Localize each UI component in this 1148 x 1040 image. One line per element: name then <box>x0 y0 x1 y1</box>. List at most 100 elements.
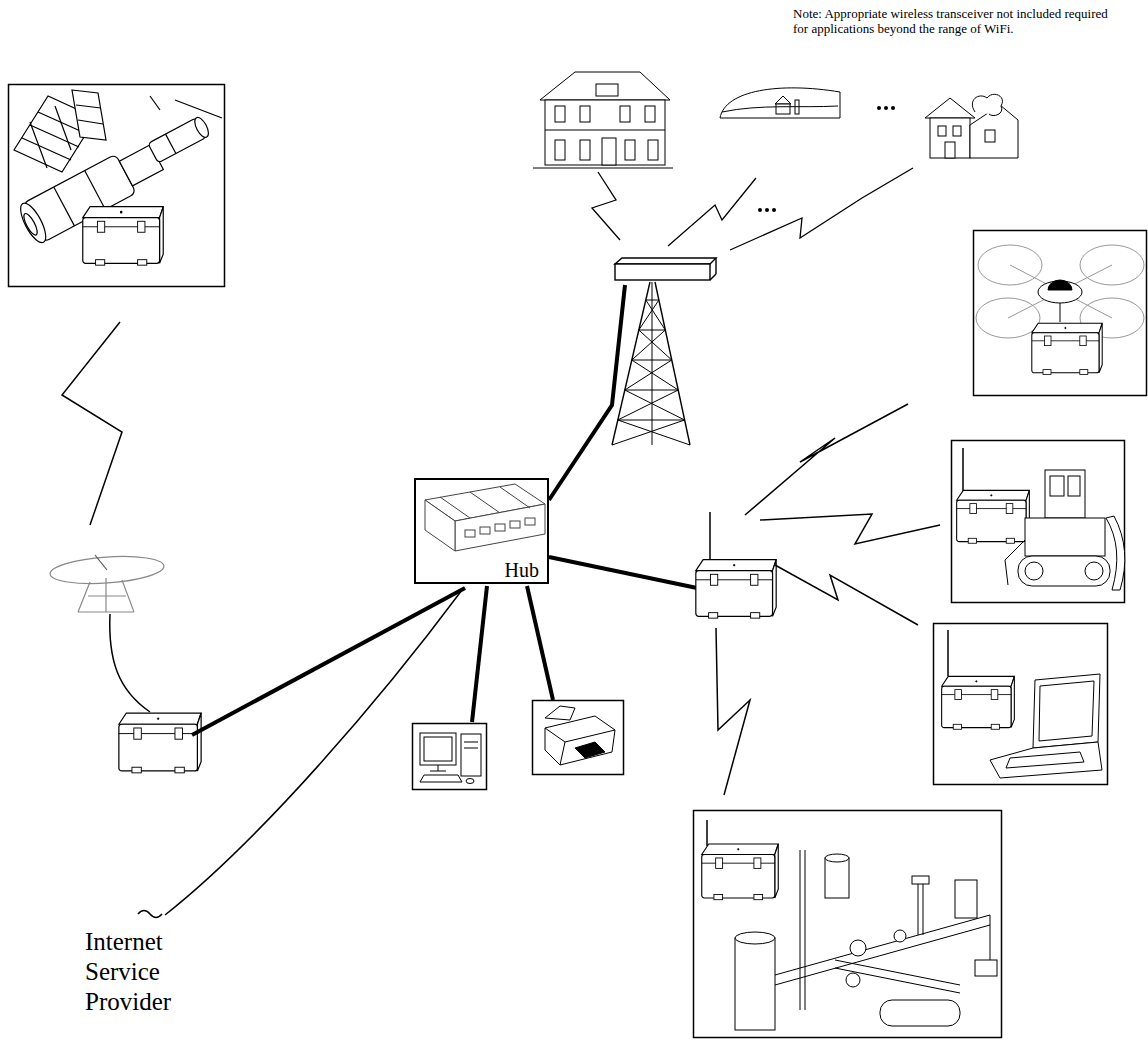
drone-panel-part <box>1038 281 1082 303</box>
laptop-panel-part <box>1006 752 1084 768</box>
printer-part <box>545 716 615 765</box>
process-plant-panel-part <box>846 973 860 987</box>
general-store-part <box>545 100 665 165</box>
wired-links-part <box>527 586 553 700</box>
wired-links-part <box>549 285 625 500</box>
general-store-part <box>580 106 590 122</box>
process-plant-panel-part <box>894 930 906 942</box>
drone-panel-part <box>1048 280 1072 290</box>
hub-device-part <box>470 492 500 513</box>
bulldozer-panel <box>952 441 1125 603</box>
satellite-panel <box>9 85 225 287</box>
satellite-dish-part <box>105 578 106 612</box>
satellite-dish-part <box>49 553 165 587</box>
wireless-link <box>716 404 940 795</box>
ellipsis-dots-part <box>758 208 762 212</box>
farm <box>720 88 840 118</box>
process-plant-panel-part <box>955 880 977 918</box>
desktop-computer-part <box>413 724 487 790</box>
printer-part <box>545 728 565 742</box>
desktop-computer-part <box>466 779 474 784</box>
wired-links <box>192 285 697 735</box>
hub-device-part <box>510 521 520 528</box>
house <box>925 94 1018 158</box>
drone-panel-part <box>974 231 1147 396</box>
ellipsis-dots-part <box>891 106 895 110</box>
process-plant-panel-part <box>702 844 779 900</box>
house-part <box>925 98 975 118</box>
process-plant-panel-part <box>923 880 924 935</box>
hub-device-part <box>480 527 490 534</box>
general-store-part <box>645 106 655 122</box>
process-plant-panel-part <box>775 925 990 985</box>
desktop-computer-part <box>420 775 462 782</box>
ellipsis-dots-part <box>884 106 888 110</box>
general-store-part <box>648 140 658 160</box>
ellipsis-dots-part <box>765 208 769 212</box>
process-plant-panel-part <box>990 915 991 960</box>
wireless-link-part <box>775 565 918 625</box>
satellite-panel-part <box>175 100 222 118</box>
radio-tower-part <box>655 282 690 445</box>
general-store-part <box>533 168 673 169</box>
satellite-panel-part <box>55 106 71 150</box>
printer-part <box>560 742 565 765</box>
dish-cable <box>110 614 150 712</box>
radio-tower-part <box>652 282 653 445</box>
laptop-panel-part <box>990 742 1102 778</box>
satellite-dish-part <box>78 611 134 612</box>
hub-device <box>425 484 545 551</box>
general-store-part <box>625 140 635 160</box>
process-plant-panel-part <box>805 850 806 1010</box>
process-plant-panel-part <box>825 854 849 862</box>
satellite-dish-part <box>88 595 126 596</box>
satellite-panel-part-part <box>54 187 75 226</box>
desktop-computer-part <box>430 771 446 772</box>
process-plant-panel-part <box>706 820 708 846</box>
satellite-panel-part <box>78 120 103 124</box>
satellite-panel-part <box>148 115 211 163</box>
wired-links-part <box>549 557 697 588</box>
process-plant-panel-part <box>800 850 801 1010</box>
bulldozer-panel-part <box>1106 516 1125 590</box>
general-store-part <box>555 106 565 122</box>
hub-device-part <box>440 497 470 518</box>
house-part <box>945 142 955 158</box>
general-store-part <box>555 140 565 160</box>
desktop-computer-part <box>424 737 452 761</box>
hub-device-part <box>425 500 455 551</box>
house-part <box>930 118 970 158</box>
radio-tower <box>612 258 716 445</box>
process-plant-panel-part <box>825 858 849 898</box>
wireless-link-part <box>592 172 620 240</box>
bulldozer-panel-part <box>957 490 1030 543</box>
satellite-panel-part-part <box>85 171 106 210</box>
satellite-panel-part <box>9 85 225 287</box>
bulldozer-panel-part <box>1005 540 1025 585</box>
satellite-panel-part <box>150 96 160 110</box>
wireless-link <box>62 322 122 525</box>
printer-part <box>575 742 605 758</box>
desktop-computer-part <box>464 748 478 749</box>
laptop-panel <box>934 624 1108 785</box>
process-plant-panel-part <box>775 915 990 975</box>
radio-tower-part <box>612 282 650 445</box>
isp-line <box>138 911 162 918</box>
process-plant-panel-part <box>735 932 775 944</box>
wired-links-part <box>472 586 487 722</box>
bulldozer-panel-part <box>1025 562 1043 580</box>
bulldozer-panel-part <box>1025 518 1105 556</box>
hub-device-part <box>465 530 475 537</box>
wireless-enclosure <box>696 512 776 618</box>
farm-part <box>722 106 838 112</box>
hub-device-part <box>500 487 530 508</box>
farm-part <box>720 88 840 118</box>
satellite-panel-part-part <box>166 134 176 153</box>
process-plant-panel-part <box>735 938 775 1030</box>
bulldozer-panel-part <box>1018 556 1110 586</box>
wireless-link-part <box>730 168 913 250</box>
bulldozer-panel-part <box>952 441 1125 603</box>
process-plant-panel-part <box>835 968 960 993</box>
